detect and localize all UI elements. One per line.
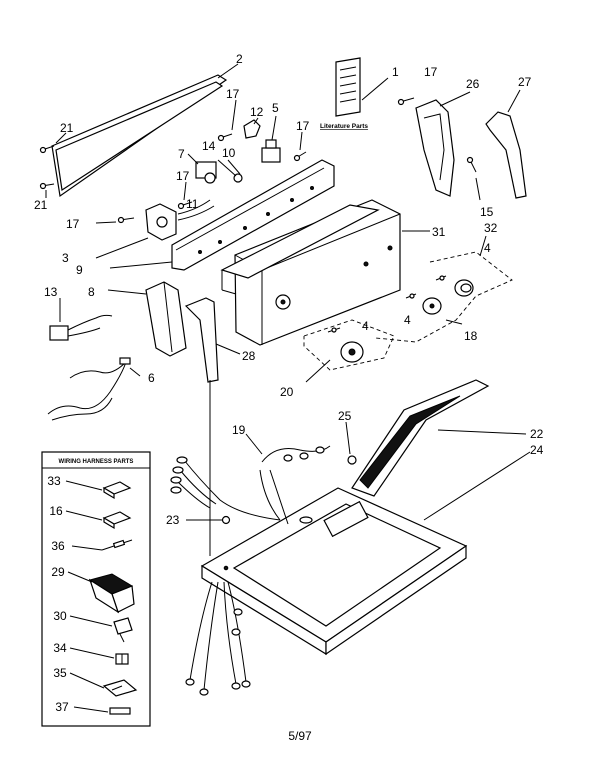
callout-17c: 17 xyxy=(176,169,190,183)
knob-left xyxy=(340,341,364,363)
harness-part-29: 29 xyxy=(51,565,65,579)
timer-part xyxy=(187,153,217,184)
callout-21a: 21 xyxy=(60,121,74,135)
callout-6: 6 xyxy=(148,371,155,385)
wire-harness-part xyxy=(47,357,141,421)
harness-parts-box: WIRING HARNESS PARTS xyxy=(41,451,151,727)
callout-25: 25 xyxy=(338,409,352,423)
callout-7: 7 xyxy=(178,147,185,161)
callout-10: 10 xyxy=(222,146,236,160)
callout-26: 26 xyxy=(466,77,480,91)
callout-14: 14 xyxy=(202,139,216,153)
spring-clip-4a xyxy=(435,275,447,281)
rear-panel-part xyxy=(51,63,239,198)
screw-17-d xyxy=(95,216,135,224)
part-34-icon xyxy=(115,653,129,665)
part-16-icon xyxy=(102,511,132,530)
callout-4a: 4 xyxy=(484,241,491,255)
screw-17-a xyxy=(217,99,237,142)
harness-part-33: 33 xyxy=(47,474,61,488)
callout-20: 20 xyxy=(280,385,294,399)
connector-part xyxy=(49,298,113,341)
part-29-icon xyxy=(88,573,135,614)
callout-22: 22 xyxy=(530,427,544,441)
screw-17-b xyxy=(293,131,307,162)
callout-13: 13 xyxy=(44,285,58,299)
part-37-icon xyxy=(109,707,131,715)
callout-5: 5 xyxy=(272,101,279,115)
screw-21-top xyxy=(39,132,67,154)
screw-15 xyxy=(466,156,481,201)
end-cap-part xyxy=(485,89,527,199)
harness-part-30: 30 xyxy=(53,609,67,623)
side-bracket-part xyxy=(184,297,241,383)
callout-31: 31 xyxy=(432,225,446,239)
callout-1: 1 xyxy=(392,65,399,79)
harness-box-title: WIRING HARNESS PARTS xyxy=(59,459,134,465)
harness-part-35: 35 xyxy=(53,666,67,680)
callout-9: 9 xyxy=(76,263,83,277)
callout-21b: 21 xyxy=(34,198,48,212)
knob-large-right xyxy=(454,279,474,297)
part-35-icon xyxy=(102,679,138,697)
callout-15: 15 xyxy=(480,205,494,219)
part-30-icon xyxy=(113,617,133,643)
spring-clip-4b xyxy=(405,293,417,299)
harness-small-part xyxy=(177,199,215,221)
harness-strip-part xyxy=(351,379,527,497)
knob-middle-right xyxy=(422,297,442,315)
part-33-icon xyxy=(102,481,132,500)
callout-17e: 17 xyxy=(424,65,438,79)
control-bracket-part xyxy=(109,159,335,271)
literature-part xyxy=(335,57,389,117)
screw-17-c xyxy=(177,181,193,210)
terminal-block-part xyxy=(107,281,187,357)
harness-part-37: 37 xyxy=(55,700,69,714)
cam-part xyxy=(243,117,261,139)
callout-32: 32 xyxy=(484,221,498,235)
harness-part-36: 36 xyxy=(51,539,65,553)
callout-3: 3 xyxy=(62,251,69,265)
callout-8: 8 xyxy=(88,285,95,299)
callout-2: 2 xyxy=(236,52,243,66)
callout-17a: 17 xyxy=(226,87,240,101)
grommet-23-part xyxy=(186,515,231,525)
callout-19: 19 xyxy=(232,423,246,437)
selector-switch-part xyxy=(95,203,177,259)
callout-4b: 4 xyxy=(404,313,411,327)
callout-17d: 17 xyxy=(66,217,80,231)
callout-28: 28 xyxy=(242,349,256,363)
knob-group xyxy=(303,235,513,383)
callout-24: 24 xyxy=(530,443,544,457)
harness-part-34: 34 xyxy=(53,641,67,655)
end-cap-bracket-part xyxy=(415,91,471,197)
shaft-part xyxy=(217,159,243,183)
lower-harness-part xyxy=(185,581,251,696)
callout-12: 12 xyxy=(250,105,264,119)
grommet-part xyxy=(345,421,357,465)
harness-part-16: 16 xyxy=(49,504,63,518)
callout-27: 27 xyxy=(518,75,532,89)
screw-17-top-right xyxy=(397,97,415,106)
screw-21-bottom xyxy=(39,182,55,198)
callout-4c: 4 xyxy=(362,319,369,333)
page-footer-date: 5/97 xyxy=(288,729,312,743)
callout-23: 23 xyxy=(166,513,180,527)
callout-17b: 17 xyxy=(296,119,310,133)
part-36-icon xyxy=(101,539,133,551)
literature-parts-label: Literature Parts xyxy=(320,123,368,130)
spring-clip-4c xyxy=(327,327,341,333)
console-panel-part xyxy=(220,199,430,346)
top-cover-part xyxy=(200,451,531,656)
cover-harness-part xyxy=(170,433,331,525)
switch-part xyxy=(261,115,281,163)
callout-labels: 1 2 3 4 4 4 5 6 7 8 9 10 11 12 13 14 15 … xyxy=(34,52,544,527)
callout-18: 18 xyxy=(464,329,478,343)
callout-11: 11 xyxy=(186,197,199,211)
